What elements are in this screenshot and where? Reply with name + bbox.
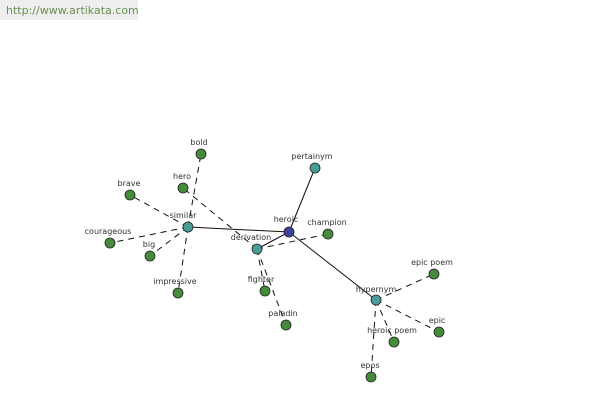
node-courageous[interactable]: courageous: [85, 227, 132, 249]
edge-similar-impressive: [177, 226, 189, 294]
node-label-heroic_poem: heroic poem: [367, 326, 417, 335]
node-circle-champion[interactable]: [322, 228, 334, 240]
node-heroic[interactable]: heroic: [274, 215, 299, 238]
node-label-pertainym: pertainym: [291, 152, 332, 161]
node-hero[interactable]: hero: [173, 172, 191, 194]
node-label-hero: hero: [173, 172, 191, 181]
node-label-fighter: fighter: [248, 275, 275, 284]
node-pertainym[interactable]: pertainym: [291, 152, 333, 174]
node-circle-bold[interactable]: [195, 148, 207, 160]
node-circle-similar[interactable]: [182, 221, 194, 233]
node-label-big: big: [143, 240, 155, 249]
node-brave[interactable]: brave: [118, 179, 141, 201]
node-label-epic_poem_1: epic poem: [411, 258, 453, 267]
node-paladin[interactable]: paladin: [268, 309, 298, 331]
edge-similar-brave: [129, 194, 189, 228]
node-hypernym[interactable]: hypernym: [356, 285, 397, 306]
edge-derivation-champion: [256, 233, 329, 250]
node-label-courageous: courageous: [85, 227, 132, 236]
node-label-heroic: heroic: [274, 215, 299, 224]
node-circle-epic_poem_1[interactable]: [428, 268, 440, 280]
node-label-champion: champion: [307, 218, 346, 227]
node-label-bold: bold: [190, 138, 207, 147]
edge-heroic-pertainym: [288, 167, 316, 233]
node-circle-heroic_poem[interactable]: [388, 336, 400, 348]
node-derivation[interactable]: derivation: [231, 233, 271, 255]
node-circle-paladin[interactable]: [280, 319, 292, 331]
node-epos[interactable]: epos: [360, 361, 380, 383]
source-url-text: http://www.artikata.com: [6, 4, 139, 17]
node-label-epic: epic: [429, 316, 446, 325]
edge-similar-bold: [187, 153, 202, 228]
edge-derivation-paladin: [256, 248, 287, 326]
node-epic_poem_1[interactable]: epic poem: [411, 258, 453, 280]
node-impressive[interactable]: impressive: [153, 277, 197, 299]
edge-hypernym-epos: [370, 299, 377, 378]
nodes-layer: heroic pertainym similar derivation hypernym…: [85, 138, 453, 383]
edge-heroic-similar: [187, 226, 290, 233]
edge-derivation-fighter: [256, 248, 266, 292]
node-circle-impressive[interactable]: [172, 287, 184, 299]
node-circle-derivation[interactable]: [251, 243, 263, 255]
edge-derivation-hero: [182, 187, 258, 250]
edge-heroic-derivation: [256, 231, 290, 250]
edge-heroic-hypernym: [288, 231, 377, 301]
node-label-impressive: impressive: [153, 277, 196, 286]
node-label-similar: similar: [170, 211, 198, 220]
node-label-derivation: derivation: [231, 233, 271, 242]
node-similar[interactable]: similar: [170, 211, 198, 233]
node-label-brave: brave: [118, 179, 141, 188]
node-circle-courageous[interactable]: [104, 237, 116, 249]
node-circle-hypernym[interactable]: [370, 294, 382, 306]
node-epic[interactable]: epic: [429, 316, 446, 338]
node-circle-brave[interactable]: [124, 189, 136, 201]
source-url-banner: http://www.artikata.com: [0, 0, 139, 20]
node-circle-heroic[interactable]: [283, 226, 295, 238]
node-heroic_poem[interactable]: heroic poem: [367, 326, 417, 348]
node-label-epos: epos: [360, 361, 379, 370]
node-label-paladin: paladin: [268, 309, 297, 318]
edge-similar-big: [149, 226, 189, 257]
edges-layer: [109, 153, 440, 378]
node-fighter[interactable]: fighter: [248, 275, 275, 297]
node-bold[interactable]: bold: [190, 138, 208, 160]
node-circle-epic[interactable]: [433, 326, 445, 338]
node-circle-hero[interactable]: [177, 182, 189, 194]
edge-hypernym-heroic_poem: [375, 299, 395, 343]
node-circle-big[interactable]: [144, 250, 156, 262]
node-circle-pertainym[interactable]: [309, 162, 321, 174]
node-champion[interactable]: champion: [307, 218, 347, 240]
node-big[interactable]: big: [143, 240, 156, 262]
edge-similar-courageous: [109, 226, 189, 244]
node-circle-epos[interactable]: [365, 371, 377, 383]
node-circle-fighter[interactable]: [259, 285, 271, 297]
edge-hypernym-epic: [375, 299, 440, 333]
node-label-hypernym: hypernym: [356, 285, 397, 294]
